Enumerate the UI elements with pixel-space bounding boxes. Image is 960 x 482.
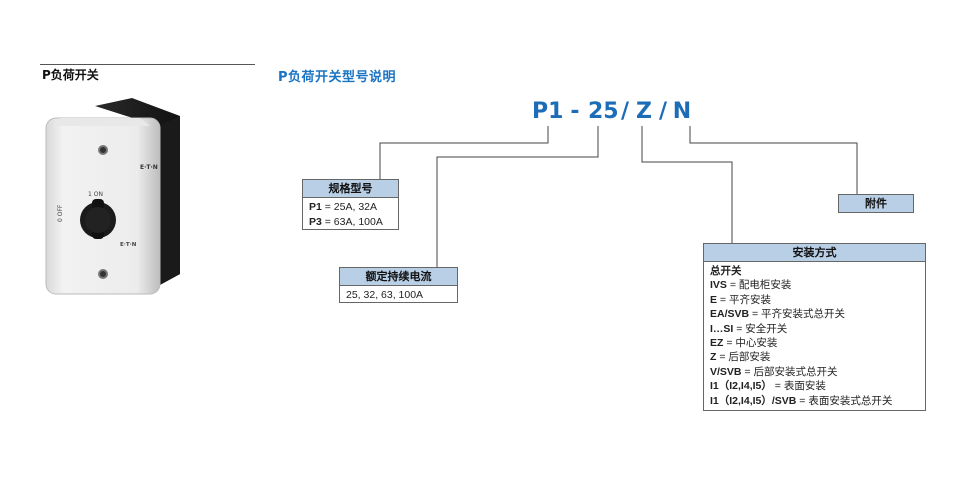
brand-logo: E·T·N: [140, 164, 158, 171]
mounting-row: V/SVB = 后部安装式总开关: [710, 365, 838, 378]
mounting-row: I1（I2,I4,I5） = 表面安装: [710, 380, 826, 393]
rated-current-values: 25, 32, 63, 100A: [346, 289, 424, 301]
code-part-25: 25: [588, 99, 619, 124]
load-switch-product-image: E·T·N 1 ON 0 OFF E·T·N: [45, 98, 180, 295]
connector-accessory: [689, 126, 858, 194]
brand-logo-small: E·T·N: [120, 242, 137, 248]
model-row: P1 = 25A, 32A: [309, 201, 378, 213]
mounting-row: Z = 后部安装: [710, 351, 771, 364]
left-section-title: P负荷开关: [42, 68, 99, 82]
code-part-n: N: [672, 99, 692, 124]
type-code: P1-25/Z/N: [532, 99, 692, 124]
rated-current-box: 额定持续电流 25, 32, 63, 100A: [339, 267, 458, 303]
mounting-subtitle: 总开关: [710, 265, 742, 277]
connector-current: [436, 126, 599, 268]
model-box-title: 规格型号: [303, 180, 398, 198]
mounting-box: 安装方式 总开关 IVS = 配电柜安装 E = 平齐安装 EA/SVB = 平…: [703, 243, 926, 411]
connector-mount: [641, 126, 733, 244]
svg-text:0 OFF: 0 OFF: [57, 204, 64, 222]
code-sep-dash: -: [570, 99, 580, 124]
mounting-box-title: 安装方式: [704, 244, 925, 262]
mounting-row: EZ = 中心安装: [710, 337, 778, 350]
mounting-row: IVS = 配电柜安装: [710, 279, 792, 292]
left-divider: [40, 64, 255, 65]
code-sep-slash-2: /: [658, 99, 668, 124]
on-label: 1 ON: [88, 191, 103, 198]
mounting-row: I…SI = 安全开关: [710, 322, 788, 335]
mounting-row: EA/SVB = 平齐安装式总开关: [710, 308, 846, 321]
accessory-box-title: 附件: [839, 195, 913, 212]
mounting-row: E = 平齐安装: [710, 293, 771, 306]
mounting-row: I1（I2,I4,I5）/SVB = 表面安装式总开关: [710, 394, 893, 407]
code-part-z: Z: [636, 99, 652, 124]
rated-current-title: 额定持续电流: [340, 268, 457, 286]
model-row: P3 = 63A, 100A: [309, 215, 383, 228]
model-box: 规格型号 P1 = 25A, 32A P3 = 63A, 100A: [302, 179, 399, 230]
diagram-title: P负荷开关型号说明: [278, 70, 397, 85]
code-sep-slash-1: /: [620, 99, 630, 124]
code-part-p1: P1: [532, 99, 564, 124]
connector-model: [379, 126, 549, 180]
accessory-box: 附件: [838, 194, 914, 213]
